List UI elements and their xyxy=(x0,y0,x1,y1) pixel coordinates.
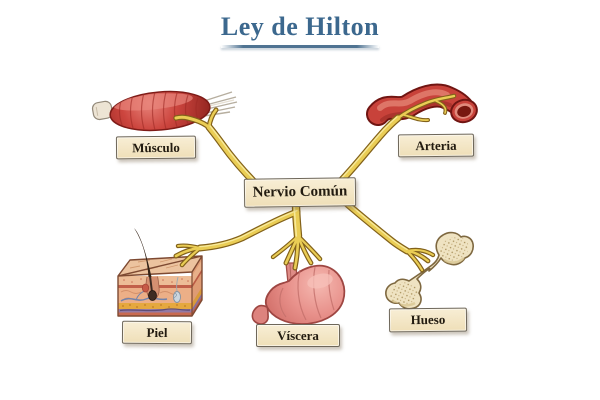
label-nervio-comun-text: Nervio Común xyxy=(252,183,348,201)
label-piel-text: Piel xyxy=(146,324,168,340)
muscle-illustration xyxy=(91,90,238,132)
artery-lumen xyxy=(450,98,478,124)
label-arteria: Arteria xyxy=(397,133,475,158)
label-arteria-text: Arteria xyxy=(415,137,457,153)
tendon-fibers xyxy=(203,91,238,117)
title-underline xyxy=(221,45,379,48)
skin-illustration xyxy=(117,255,203,317)
label-musculo: Músculo xyxy=(115,135,197,160)
label-musculo-text: Músculo xyxy=(132,139,180,155)
sweat-gland xyxy=(173,291,181,303)
duodenum xyxy=(251,304,269,325)
label-viscera-text: Víscera xyxy=(277,327,319,343)
label-viscera: Víscera xyxy=(256,324,340,347)
label-hueso-text: Hueso xyxy=(410,311,446,328)
hair-strand xyxy=(134,228,152,277)
page-title: Ley de Hilton xyxy=(220,12,380,41)
bone-illustration xyxy=(385,231,474,310)
stomach-illustration xyxy=(251,262,346,325)
label-piel: Piel xyxy=(121,320,193,345)
label-nervio-comun: Nervio Común xyxy=(243,177,357,208)
label-hueso: Hueso xyxy=(388,307,468,333)
